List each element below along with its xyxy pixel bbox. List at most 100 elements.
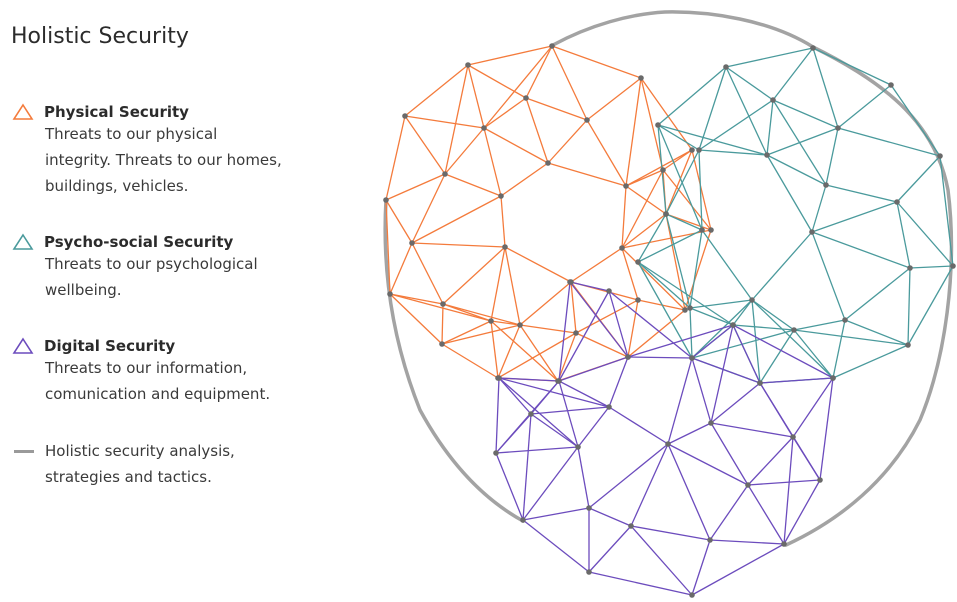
psychosocial-mesh-edge (751, 231, 813, 301)
physical-mesh-edge (625, 149, 693, 187)
digital-mesh-edge (691, 357, 761, 384)
physical-mesh-edge (586, 119, 627, 187)
psychosocial-mesh-node (907, 265, 913, 271)
psychosocial-mesh-node (655, 122, 661, 128)
digital-mesh-edge (530, 406, 610, 415)
psychosocial-mesh-edge (751, 299, 795, 331)
physical-mesh-node (465, 62, 471, 68)
psychosocial-mesh-node (823, 182, 829, 188)
digital-mesh-node (781, 541, 787, 547)
physical-mesh-edge (404, 115, 485, 129)
physical-mesh-edge (525, 45, 553, 99)
psychosocial-mesh-edge (896, 201, 954, 267)
physical-mesh-edge (404, 64, 469, 117)
physical-mesh-edge (627, 309, 686, 358)
psychosocial-mesh-edge (772, 99, 827, 186)
physical-mesh-edge (444, 173, 502, 197)
digital-mesh-edge (569, 281, 629, 358)
digital-mesh-edge (608, 290, 693, 359)
psychosocial-mesh-edge (665, 213, 691, 309)
digital-mesh-edge (732, 324, 761, 384)
psychosocial-mesh-edge (896, 201, 911, 269)
digital-mesh-edge (522, 519, 590, 573)
psychosocial-mesh-node (663, 211, 669, 217)
physical-mesh-edge (385, 115, 406, 201)
physical-mesh-edge (441, 343, 499, 379)
physical-mesh-edge (551, 45, 588, 121)
psychosocial-mesh-node (696, 147, 702, 153)
psychosocial-mesh-node (842, 317, 848, 323)
psychosocial-mesh-edge (689, 299, 753, 309)
digital-mesh-edge (558, 380, 610, 408)
line-icon (14, 450, 34, 453)
psychosocial-mesh-edge (725, 66, 774, 101)
physical-mesh-node (619, 245, 625, 251)
digital-mesh-edge (691, 357, 712, 424)
digital-mesh-edge (783, 479, 821, 545)
digital-mesh-edge (710, 324, 734, 424)
digital-mesh-edge (577, 406, 610, 448)
digital-mesh-edge (691, 539, 711, 596)
psychosocial-mesh-edge (657, 66, 727, 126)
digital-mesh-node (606, 404, 612, 410)
psychosocial-mesh-edge (698, 149, 703, 231)
physical-mesh-edge (483, 127, 549, 164)
psychosocial-mesh-edge (725, 66, 768, 156)
digital-mesh-node (606, 288, 612, 294)
physical-mesh-edge (691, 149, 712, 231)
page-title: Holistic Security (11, 24, 189, 49)
psychosocial-mesh-edge (766, 154, 813, 233)
digital-mesh-node (730, 322, 736, 328)
legend-holistic: Holistic security analysis, strategies a… (12, 438, 312, 490)
digital-mesh-edge (747, 479, 821, 486)
psychosocial-mesh-edge (909, 265, 954, 269)
psychosocial-mesh-edge (844, 267, 911, 321)
physical-mesh-edge (525, 97, 549, 164)
physical-mesh-edge (442, 303, 521, 326)
physical-mesh-edge (389, 293, 492, 322)
psychosocial-mesh-edge (665, 149, 700, 215)
digital-mesh-node (520, 517, 526, 523)
psychosocial-mesh-node (905, 342, 911, 348)
digital-mesh-edge (747, 484, 785, 545)
physical-mesh-node (638, 75, 644, 81)
physical-mesh-node (549, 43, 555, 49)
physical-mesh-edge (483, 127, 502, 197)
physical-mesh-edge (625, 185, 667, 215)
physical-mesh-edge (411, 242, 506, 248)
digital-mesh-edge (558, 356, 629, 382)
legend-digital: Digital Security Threats to our informat… (12, 337, 312, 407)
psychosocial-mesh-edge (812, 47, 839, 129)
physical-mesh-edge (519, 324, 559, 382)
psychosocial-mesh-edge (751, 299, 834, 379)
legend-title: Physical Security (44, 103, 189, 121)
digital-mesh-edge (667, 357, 693, 445)
physical-mesh-edge (500, 195, 506, 248)
psychosocial-mesh-node (835, 125, 841, 131)
digital-mesh-node (689, 592, 695, 598)
physical-mesh-edge (389, 293, 443, 345)
psychosocial-mesh-edge (939, 155, 954, 267)
holistic-outline-left (383, 198, 525, 523)
psychosocial-mesh-edge (637, 213, 667, 263)
digital-mesh-edge (558, 290, 610, 382)
psychosocial-mesh-node (687, 305, 693, 311)
physical-mesh-edge (411, 173, 446, 244)
digital-mesh-edge (577, 446, 590, 509)
physical-mesh-node (481, 125, 487, 131)
legend-title: Psycho-social Security (44, 233, 234, 251)
psychosocial-mesh-edge (896, 155, 941, 203)
legend-desc: Threats to our information, comunication… (45, 359, 271, 403)
physical-mesh-node (523, 95, 529, 101)
digital-mesh-edge (627, 324, 734, 358)
digital-mesh-edge (759, 382, 821, 481)
psychosocial-mesh-edge (793, 329, 834, 379)
legend-title: Digital Security (44, 337, 176, 355)
physical-mesh-edge (557, 332, 577, 382)
physical-mesh-edge (385, 199, 391, 295)
digital-mesh-edge (630, 443, 669, 527)
digital-mesh-node (575, 444, 581, 450)
digital-mesh-edge (691, 324, 734, 359)
psychosocial-mesh-edge (689, 229, 703, 309)
physical-mesh-edge (665, 213, 686, 311)
